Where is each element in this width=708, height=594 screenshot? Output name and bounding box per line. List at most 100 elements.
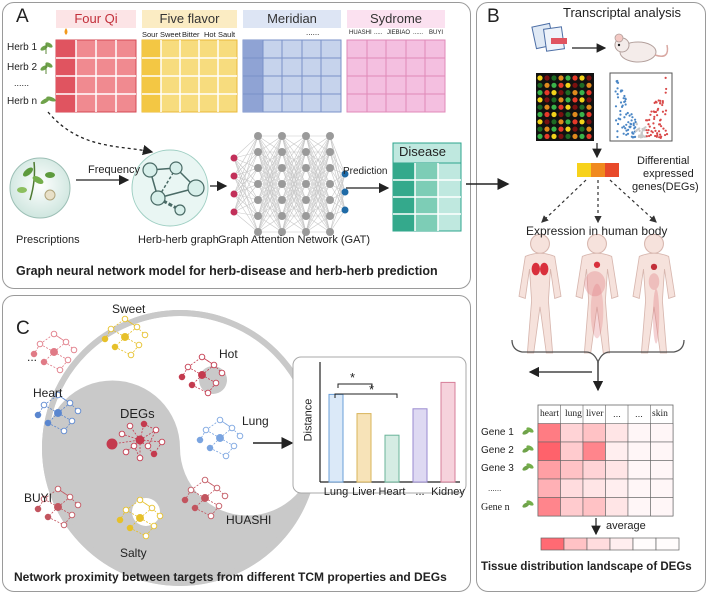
hot-label: Hot	[219, 347, 238, 361]
syndrome-dots-1: .....	[374, 30, 383, 36]
gene-2-label: Gene 2	[481, 445, 514, 456]
tissue-liver: liver	[586, 409, 604, 419]
disease-label: Disease	[399, 144, 446, 159]
network	[34, 485, 82, 529]
panel-c-caption: Network proximity between targets from d…	[14, 570, 447, 584]
gene-n-label: Gene n	[481, 502, 510, 513]
gat-node	[326, 196, 334, 204]
herb-leaf-icon	[40, 42, 56, 105]
gat-node	[278, 164, 286, 172]
transcript-label: Transcriptal analysis	[563, 5, 682, 20]
gat-node	[254, 228, 262, 236]
gene-dots-label: ......	[488, 484, 502, 493]
x-tick-label: Liver	[352, 486, 376, 498]
deg-color-bar	[577, 163, 619, 177]
gat-node	[230, 172, 238, 180]
panel-c-label: C	[16, 318, 30, 339]
average-label: average	[606, 520, 646, 532]
property-networks	[30, 315, 244, 540]
gat-node	[302, 132, 310, 140]
herb-herb-graph	[131, 149, 209, 227]
frequency-label: Frequency	[88, 164, 140, 176]
tissue-skin: skin	[652, 409, 668, 419]
herb-to-graph-arrow	[47, 111, 154, 156]
average-bar	[540, 537, 680, 551]
yin-yang	[42, 310, 318, 586]
gat-node	[341, 170, 349, 178]
expression-heatmap	[536, 73, 594, 141]
herb-2-label: Herb 2	[7, 62, 38, 73]
header-five-flavor: Five flavor	[142, 10, 237, 28]
five-flavor-matrix	[141, 39, 238, 113]
tissue-lung: lung	[565, 409, 582, 419]
x-tick-label: Kidney	[431, 486, 465, 498]
gat-node	[254, 180, 262, 188]
syndrome-matrix	[346, 39, 446, 113]
gene-3-label: Gene 3	[481, 463, 514, 474]
flavor-hot: Hot	[204, 30, 216, 39]
header-four-qi: Four Qi	[56, 10, 136, 28]
syndrome-dots-2: ......	[413, 30, 424, 36]
flavor-sweet: Sweet	[160, 30, 181, 39]
flavor-column-labels: Sour Sweet Bitter Hot Sault	[142, 30, 242, 40]
network	[101, 315, 149, 359]
mouse-icon	[614, 33, 669, 63]
lung-c-label: Lung	[242, 414, 269, 428]
flame-icon	[64, 28, 68, 35]
tissue-heatmap	[522, 404, 674, 517]
gat-node	[302, 196, 310, 204]
gene-1-label: Gene 1	[481, 427, 514, 438]
gat-node	[302, 180, 310, 188]
volcano-plot	[609, 72, 673, 142]
chart-star-1: *	[350, 370, 356, 385]
header-syndrome: Sydrome	[347, 10, 445, 28]
flavor-sault: Sault	[218, 30, 236, 39]
gat-node	[326, 164, 334, 172]
gat-node	[341, 188, 349, 196]
gat-network	[230, 132, 349, 236]
gat-node	[278, 132, 286, 140]
syndrome-jiebiao: JIEBIAO	[387, 30, 411, 36]
panel-b-caption: Tissue distribution landscape of DEGs	[481, 561, 692, 573]
herb-1-label: Herb 1	[7, 42, 38, 53]
gat-node	[302, 228, 310, 236]
bar-2	[384, 434, 400, 483]
human-body-figures	[518, 233, 676, 354]
gat-node	[326, 180, 334, 188]
network	[34, 391, 82, 435]
panel-a-caption: Graph neural network model for herb-dise…	[16, 264, 438, 278]
prescriptions-label: Prescriptions	[16, 234, 80, 246]
gat-node	[341, 206, 349, 214]
degs-line-2: expressed	[643, 168, 694, 180]
sweet-label: Sweet	[112, 302, 146, 316]
prescriptions-icon	[9, 157, 71, 219]
distance-bar-chart	[292, 356, 467, 494]
header-meridian: Meridian	[243, 10, 341, 28]
tissue-dots-2: ...	[635, 409, 643, 420]
x-tick-label: ...	[415, 486, 425, 498]
flavor-bitter: Bitter	[182, 30, 200, 39]
herb-dots-label: ......	[14, 78, 30, 88]
gat-node	[230, 208, 238, 216]
prediction-label: Prediction	[343, 166, 388, 177]
panel-b-label: B	[487, 6, 500, 27]
gat-node	[278, 228, 286, 236]
four-qi-matrix	[55, 39, 137, 113]
meridian-matrix	[242, 39, 342, 113]
syndrome-column-labels: HUASHI ..... JIEBIAO ...... BUYI	[347, 30, 447, 40]
gat-node	[278, 212, 286, 220]
syndrome-huashi: HUASHI	[349, 30, 372, 36]
gat-node	[326, 132, 334, 140]
gat-node	[254, 164, 262, 172]
salty-label: Salty	[120, 546, 147, 560]
network	[106, 420, 166, 462]
microarray-icon	[531, 22, 567, 52]
gat-node	[302, 164, 310, 172]
huashi-label: HUASHI	[226, 513, 272, 527]
disease-matrix	[392, 142, 462, 232]
gat-label: Graph Attention Network (GAT)	[218, 234, 371, 246]
gat-node	[326, 148, 334, 156]
tissue-heart: heart	[540, 409, 559, 419]
bar-3	[412, 408, 428, 483]
